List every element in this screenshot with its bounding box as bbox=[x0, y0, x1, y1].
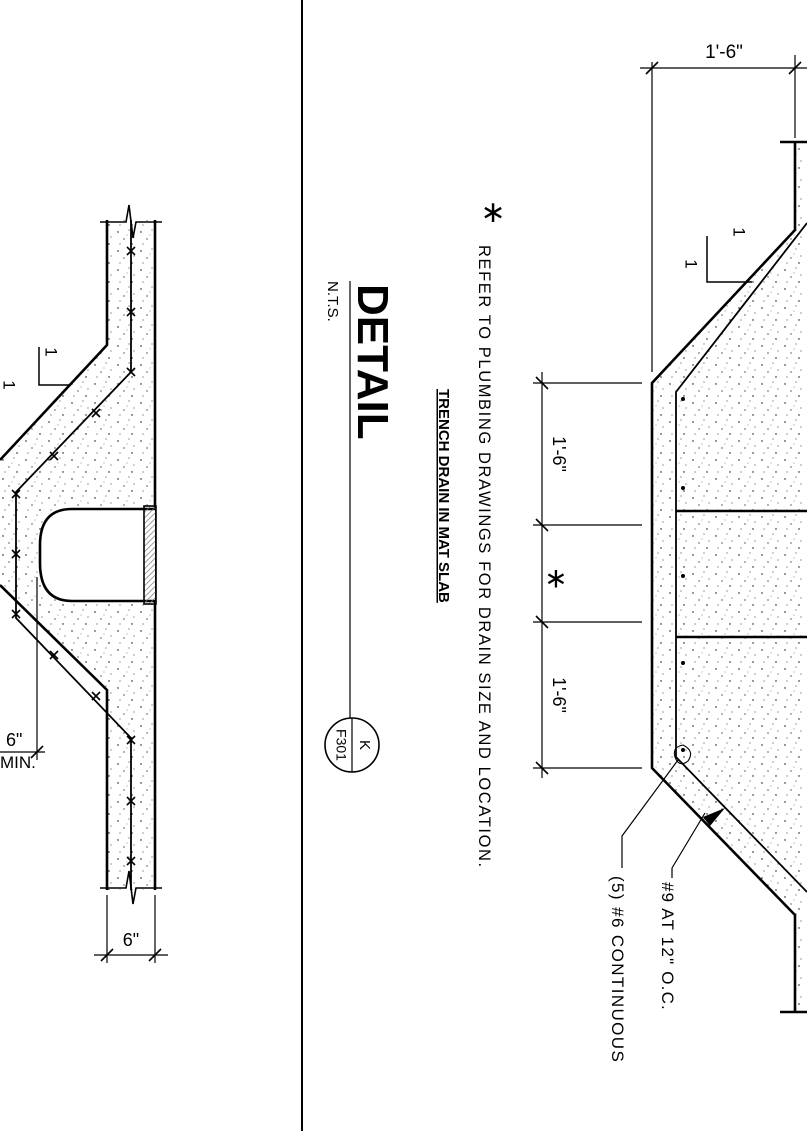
plumbing-note: ∗ REFER TO PLUMBING DRAWINGS FOR DRAIN S… bbox=[475, 196, 506, 869]
left-rebar-ties bbox=[11, 246, 136, 866]
right-dim-string-ext bbox=[533, 382, 642, 769]
right-trench-detail: 1'-6" 1'-6" ∗ 1'-6" 1 1 #9 AT 12" O.C. (… bbox=[533, 42, 807, 1063]
left-slope-side-label: 1 bbox=[0, 380, 19, 389]
right-callout-cont-leader bbox=[621, 759, 679, 868]
detail-name: TRENCH DRAIN IN MAT SLAB bbox=[435, 389, 452, 603]
left-slope-top-label: 1 bbox=[42, 347, 61, 356]
left-dim-wall-label: 6" bbox=[123, 930, 139, 950]
left-outer-face-bottom bbox=[0, 584, 109, 890]
right-dim-b-label: 1'-6" bbox=[549, 677, 569, 713]
detail-scale: N.T.S. bbox=[324, 281, 341, 322]
left-outer-face bbox=[0, 220, 109, 461]
detail-ref-top: K bbox=[356, 740, 373, 750]
right-dim-mid-label: ∗ bbox=[544, 562, 567, 593]
detail-title: DETAIL bbox=[348, 284, 397, 440]
left-drain-channel bbox=[38, 507, 155, 603]
title-block: DETAIL N.T.S. TRENCH DRAIN IN MAT SLAB K… bbox=[324, 281, 452, 773]
left-slope-symbol bbox=[38, 347, 70, 386]
right-callout-rebar-text: #9 AT 12" O.C. bbox=[658, 882, 677, 1011]
right-callout-cont-loop bbox=[673, 744, 692, 765]
left-dim-wall-ticks bbox=[100, 948, 162, 962]
left-dim-min-value: 6" bbox=[6, 730, 22, 750]
right-callout-rebar-leader bbox=[671, 812, 706, 869]
right-callout-rebar-arrow bbox=[703, 808, 725, 826]
right-slope-symbol bbox=[706, 236, 752, 283]
right-outer-face bbox=[650, 142, 797, 1012]
left-dim-min-tick bbox=[30, 745, 44, 759]
left-trench-detail: 1 1 6" MIN. 6" bbox=[0, 204, 168, 963]
left-drain-grate bbox=[143, 505, 157, 605]
note-text: REFER TO PLUMBING DRAWINGS FOR DRAIN SIZ… bbox=[475, 245, 493, 869]
right-dim-string-ticks bbox=[535, 376, 549, 775]
right-dim-top-ticks bbox=[645, 61, 802, 75]
right-callout-cont-text: (5) #6 CONTINUOUS bbox=[608, 876, 627, 1063]
right-inner-face bbox=[675, 222, 807, 893]
left-dim-min-label: MIN. bbox=[0, 753, 36, 772]
right-dim-a-label: 1'-6" bbox=[549, 436, 569, 472]
right-slope-side-label: 1 bbox=[682, 259, 701, 268]
right-continuous-bars bbox=[681, 397, 685, 752]
note-asterisk: ∗ bbox=[480, 196, 505, 229]
right-concrete-fill bbox=[652, 142, 807, 1012]
detail-ref-bottom: F301 bbox=[333, 729, 349, 761]
right-slope-top-label: 1 bbox=[730, 227, 749, 236]
right-dim-top-label: 1'-6" bbox=[705, 42, 743, 63]
